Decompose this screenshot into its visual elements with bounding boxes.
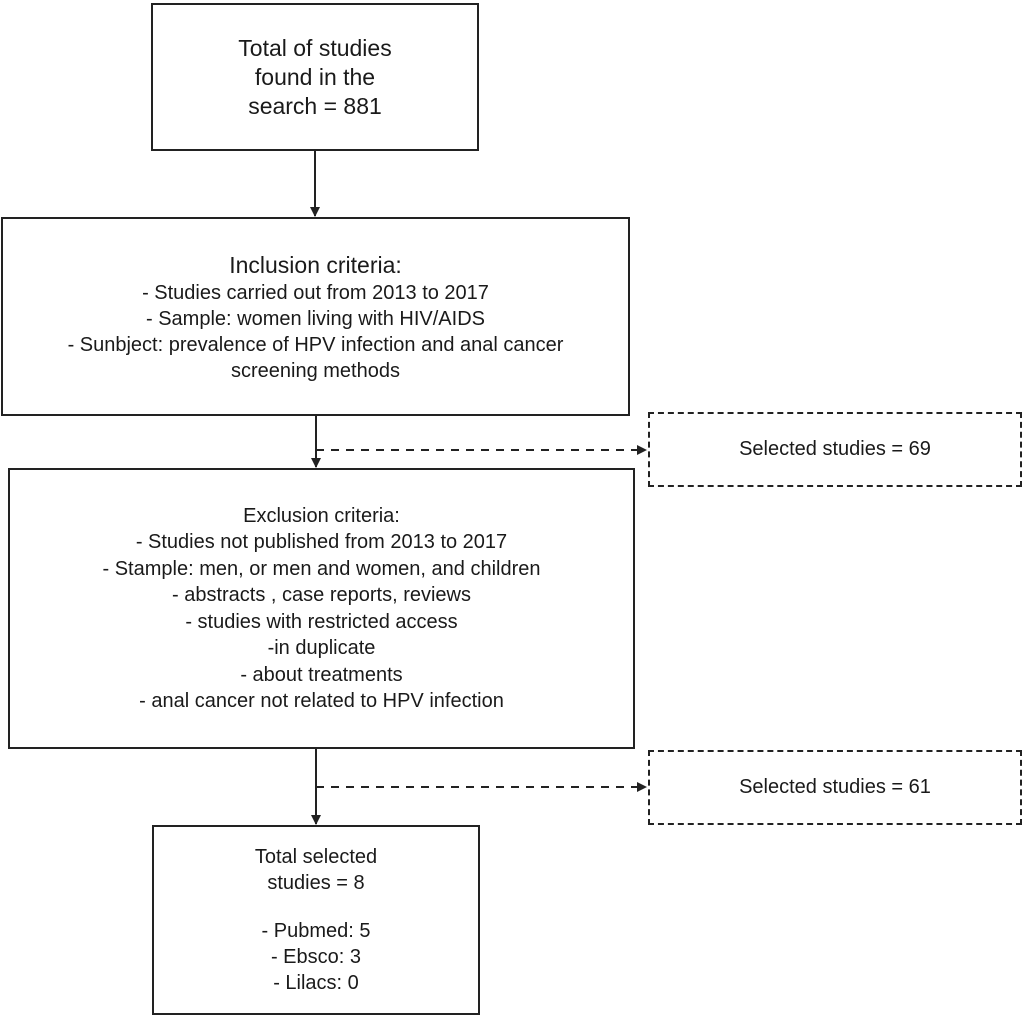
- exclusion-item: -in duplicate: [267, 637, 376, 659]
- source-count-ebsco: - Ebsco: 3: [270, 946, 362, 968]
- inclusion-heading: Inclusion criteria:: [229, 251, 402, 278]
- selected-studies-69-label: Selected studies = 69: [739, 438, 931, 460]
- total-selected-box: Total selected studies = 8 - Pubmed: 5 -…: [152, 825, 480, 1015]
- total-found-line: search = 881: [248, 92, 382, 119]
- source-count-lilacs: - Lilacs: 0: [273, 972, 359, 994]
- total-found-line: found in the: [254, 63, 376, 90]
- selected-studies-69-box: Selected studies = 69: [648, 412, 1022, 487]
- selected-studies-61-label: Selected studies = 61: [739, 776, 931, 798]
- exclusion-item: - Studies not published from 2013 to 201…: [135, 531, 508, 553]
- inclusion-criteria-box: Inclusion criteria: - Studies carried ou…: [1, 217, 630, 416]
- total-found-line: Total of studies: [238, 34, 392, 61]
- exclusion-item: - about treatments: [240, 663, 403, 686]
- total-found-box: Total of studies found in the search = 8…: [151, 3, 479, 151]
- exclusion-criteria-box: Exclusion criteria: - Studies not publis…: [8, 468, 635, 749]
- exclusion-item: - abstracts , case reports, reviews: [172, 584, 471, 606]
- exclusion-item: - anal cancer not related to HPV infecti…: [139, 690, 504, 712]
- exclusion-item: - studies with restricted access: [185, 610, 458, 633]
- source-count-pubmed: - Pubmed: 5: [261, 920, 371, 942]
- inclusion-item: - Studies carried out from 2013 to 2017: [142, 281, 489, 304]
- exclusion-heading: Exclusion criteria:: [243, 504, 400, 527]
- total-selected-line: Total selected: [254, 846, 378, 868]
- inclusion-item: screening methods: [231, 359, 400, 382]
- selected-studies-61-box: Selected studies = 61: [648, 750, 1022, 825]
- total-selected-line: studies = 8: [267, 872, 365, 894]
- inclusion-item: - Sample: women living with HIV/AIDS: [145, 307, 485, 330]
- inclusion-item: - Sunbject: prevalence of HPV infection …: [67, 333, 564, 356]
- exclusion-item: - Stample: men, or men and women, and ch…: [102, 557, 541, 580]
